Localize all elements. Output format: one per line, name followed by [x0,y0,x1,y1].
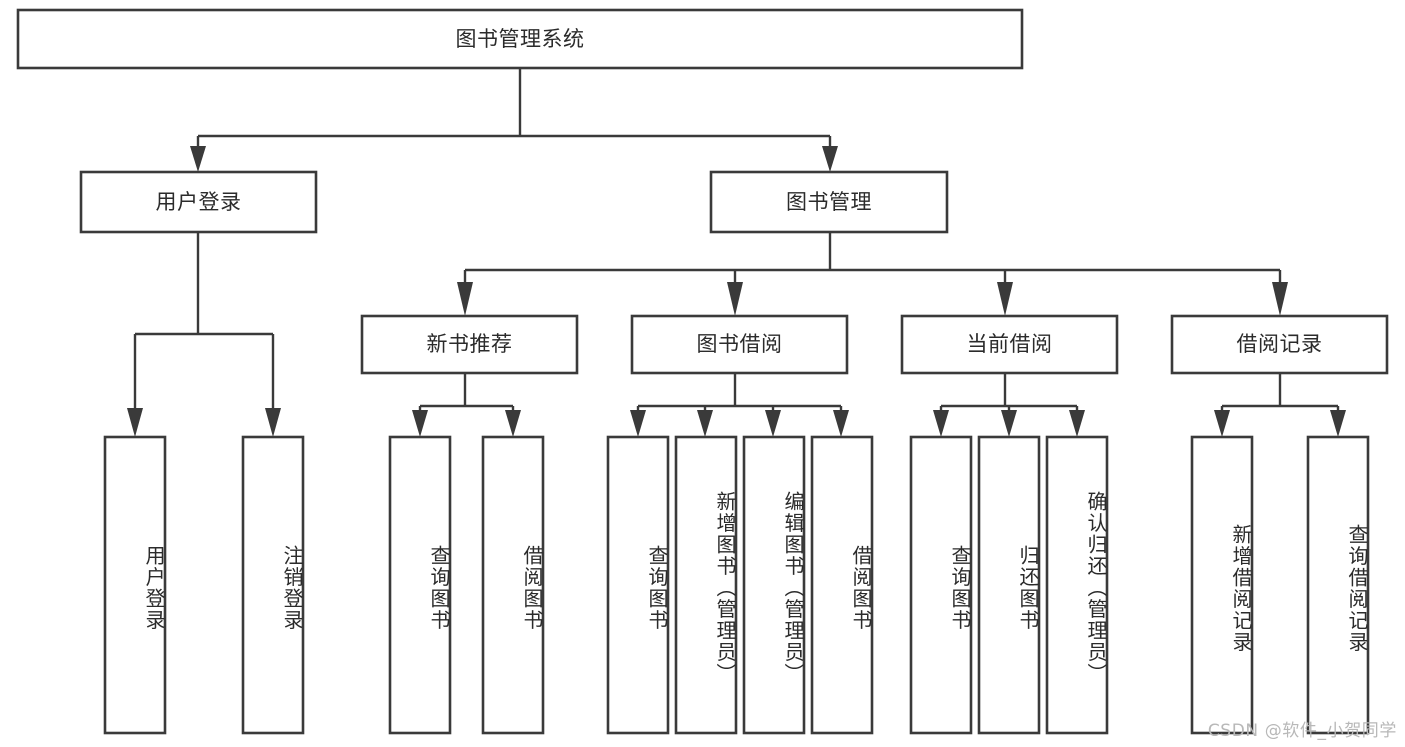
node-box-current-borrow[interactable] [900,314,1119,375]
arrow-head-leaf-edit-book-admin [765,410,781,437]
node-box-leaf-query-book-1[interactable] [388,435,452,735]
arrow-head-book-borrow [727,282,743,316]
node-box-leaf-logout-login[interactable] [241,435,305,735]
connector-group-root [190,68,838,172]
node-box-leaf-user-login[interactable] [103,435,167,735]
arrow-head-leaf-borrow-book-2 [833,410,849,437]
arrow-head-leaf-add-borrow-record [1214,410,1230,437]
arrow-head-borrow-record [1272,282,1288,316]
arrow-head-leaf-query-book-2 [630,410,646,437]
arrow-head-user-login [190,146,206,172]
arrow-head-current-borrow [997,282,1013,316]
node-box-user-login[interactable] [79,170,318,234]
arrow-head-leaf-query-borrow-record [1330,410,1346,437]
node-box-leaf-query-book-3[interactable] [909,435,973,735]
csdn-watermark: CSDN @软件_小贺同学 [1207,721,1397,741]
arrow-head-book-management [822,146,838,172]
arrow-head-leaf-add-book-admin [697,410,713,437]
connector-group-borrow-record [1214,373,1346,437]
connector-group-book-borrow [630,373,849,437]
node-box-leaf-edit-book-admin[interactable] [742,435,806,735]
arrow-head-leaf-borrow-book-1 [505,410,521,437]
connector-group-book-management [457,232,1288,316]
connector-group-new-book-recommend [412,373,521,437]
arrow-head-new-book-recommend [457,282,473,316]
node-box-leaf-borrow-book-1[interactable] [481,435,545,735]
node-box-book-borrow[interactable] [630,314,849,375]
node-box-book-management[interactable] [709,170,949,234]
connector-group-user-login [127,232,281,437]
node-box-leaf-borrow-book-2[interactable] [810,435,874,735]
arrow-head-leaf-return-book [1001,410,1017,437]
arrow-head-leaf-user-login [127,408,143,437]
node-box-new-book-recommend[interactable] [360,314,579,375]
node-box-root[interactable] [16,8,1024,70]
node-box-leaf-add-book-admin[interactable] [674,435,738,735]
node-box-leaf-query-book-2[interactable] [606,435,670,735]
connector-group-current-borrow [933,373,1085,437]
node-box-leaf-add-borrow-record[interactable] [1190,435,1254,735]
arrow-head-leaf-logout-login [265,408,281,437]
arrow-head-leaf-query-book-3 [933,410,949,437]
node-box-borrow-record[interactable] [1170,314,1389,375]
arrow-head-leaf-confirm-return-admin [1069,410,1085,437]
arrow-head-leaf-query-book-1 [412,410,428,437]
node-box-leaf-return-book[interactable] [977,435,1041,735]
node-box-leaf-query-borrow-record[interactable] [1306,435,1370,735]
node-box-leaf-confirm-return-admin[interactable] [1045,435,1109,735]
